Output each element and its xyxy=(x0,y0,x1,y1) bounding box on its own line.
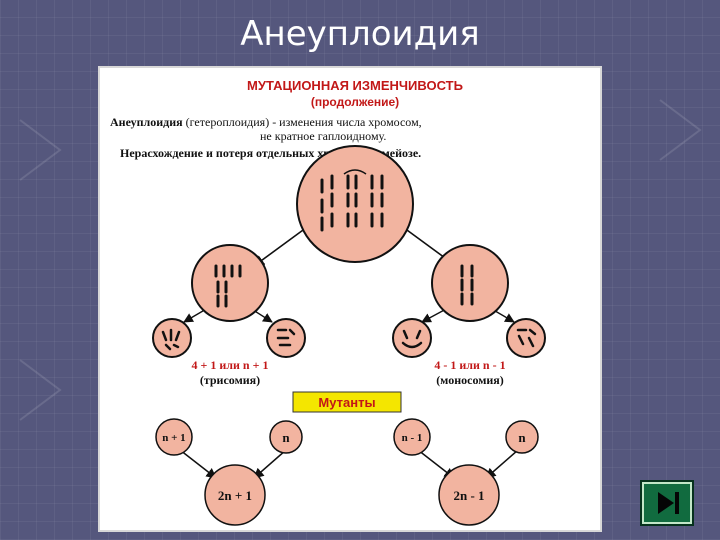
trisomy-formula: 4 + 1 или n + 1 xyxy=(192,358,269,372)
gamete-cell-3 xyxy=(392,318,432,358)
daughter-cell-right xyxy=(431,244,509,322)
parent-cell xyxy=(296,145,414,263)
daughter-cell-left xyxy=(191,244,269,322)
next-slide-button[interactable] xyxy=(642,482,692,524)
zygote-monosomy: 2n - 1 xyxy=(438,464,500,526)
aneuploidy-diagram: МУТАЦИОННАЯ ИЗМЕНЧИВОСТЬ (продолжение) А… xyxy=(110,78,546,526)
gamete-n-plus-1: n + 1 xyxy=(155,418,193,456)
arrow-nplus1-to-zygote xyxy=(179,449,217,479)
svg-text:n: n xyxy=(518,430,526,445)
mutants-label: Мутанты xyxy=(318,395,375,410)
zygote-trisomy: 2n + 1 xyxy=(204,464,266,526)
gamete-n-left: n xyxy=(269,420,303,454)
gamete-cell-1 xyxy=(152,318,192,358)
figure-subheading: (продолжение) xyxy=(311,95,399,109)
gamete-cell-4 xyxy=(506,318,546,358)
svg-text:2n - 1: 2n - 1 xyxy=(453,488,484,503)
figure-heading: МУТАЦИОННАЯ ИЗМЕНЧИВОСТЬ xyxy=(247,78,463,93)
definition-line1: Анеуплоидия (гетероплоидия) - изменения … xyxy=(110,115,422,129)
arrow-n-to-zygote-left xyxy=(253,449,287,479)
svg-text:n - 1: n - 1 xyxy=(402,432,423,444)
definition-line2: не кратное гаплоидному. xyxy=(260,129,386,143)
diagram-panel: МУТАЦИОННАЯ ИЗМЕНЧИВОСТЬ (продолжение) А… xyxy=(98,66,602,532)
svg-text:2n + 1: 2n + 1 xyxy=(218,488,252,503)
arrow-n-to-zygote-right xyxy=(485,449,519,479)
svg-text:n: n xyxy=(282,430,290,445)
definition-rest: (гетероплоидия) - изменения числа хромос… xyxy=(183,115,422,129)
svg-text:n + 1: n + 1 xyxy=(162,432,185,444)
definition-term: Анеуплоидия xyxy=(110,115,183,129)
mutants-box xyxy=(292,391,402,413)
gamete-n-minus-1: n - 1 xyxy=(393,418,431,456)
gamete-n-right: n xyxy=(505,420,539,454)
monosomy-label: (моносомия) xyxy=(436,373,504,387)
gamete-cell-2 xyxy=(266,318,306,358)
skip-to-end-icon xyxy=(658,492,679,514)
monosomy-formula: 4 - 1 или n - 1 xyxy=(434,358,505,372)
trisomy-label: (трисомия) xyxy=(200,373,260,387)
slide-title: Анеуплоидия xyxy=(240,14,480,54)
